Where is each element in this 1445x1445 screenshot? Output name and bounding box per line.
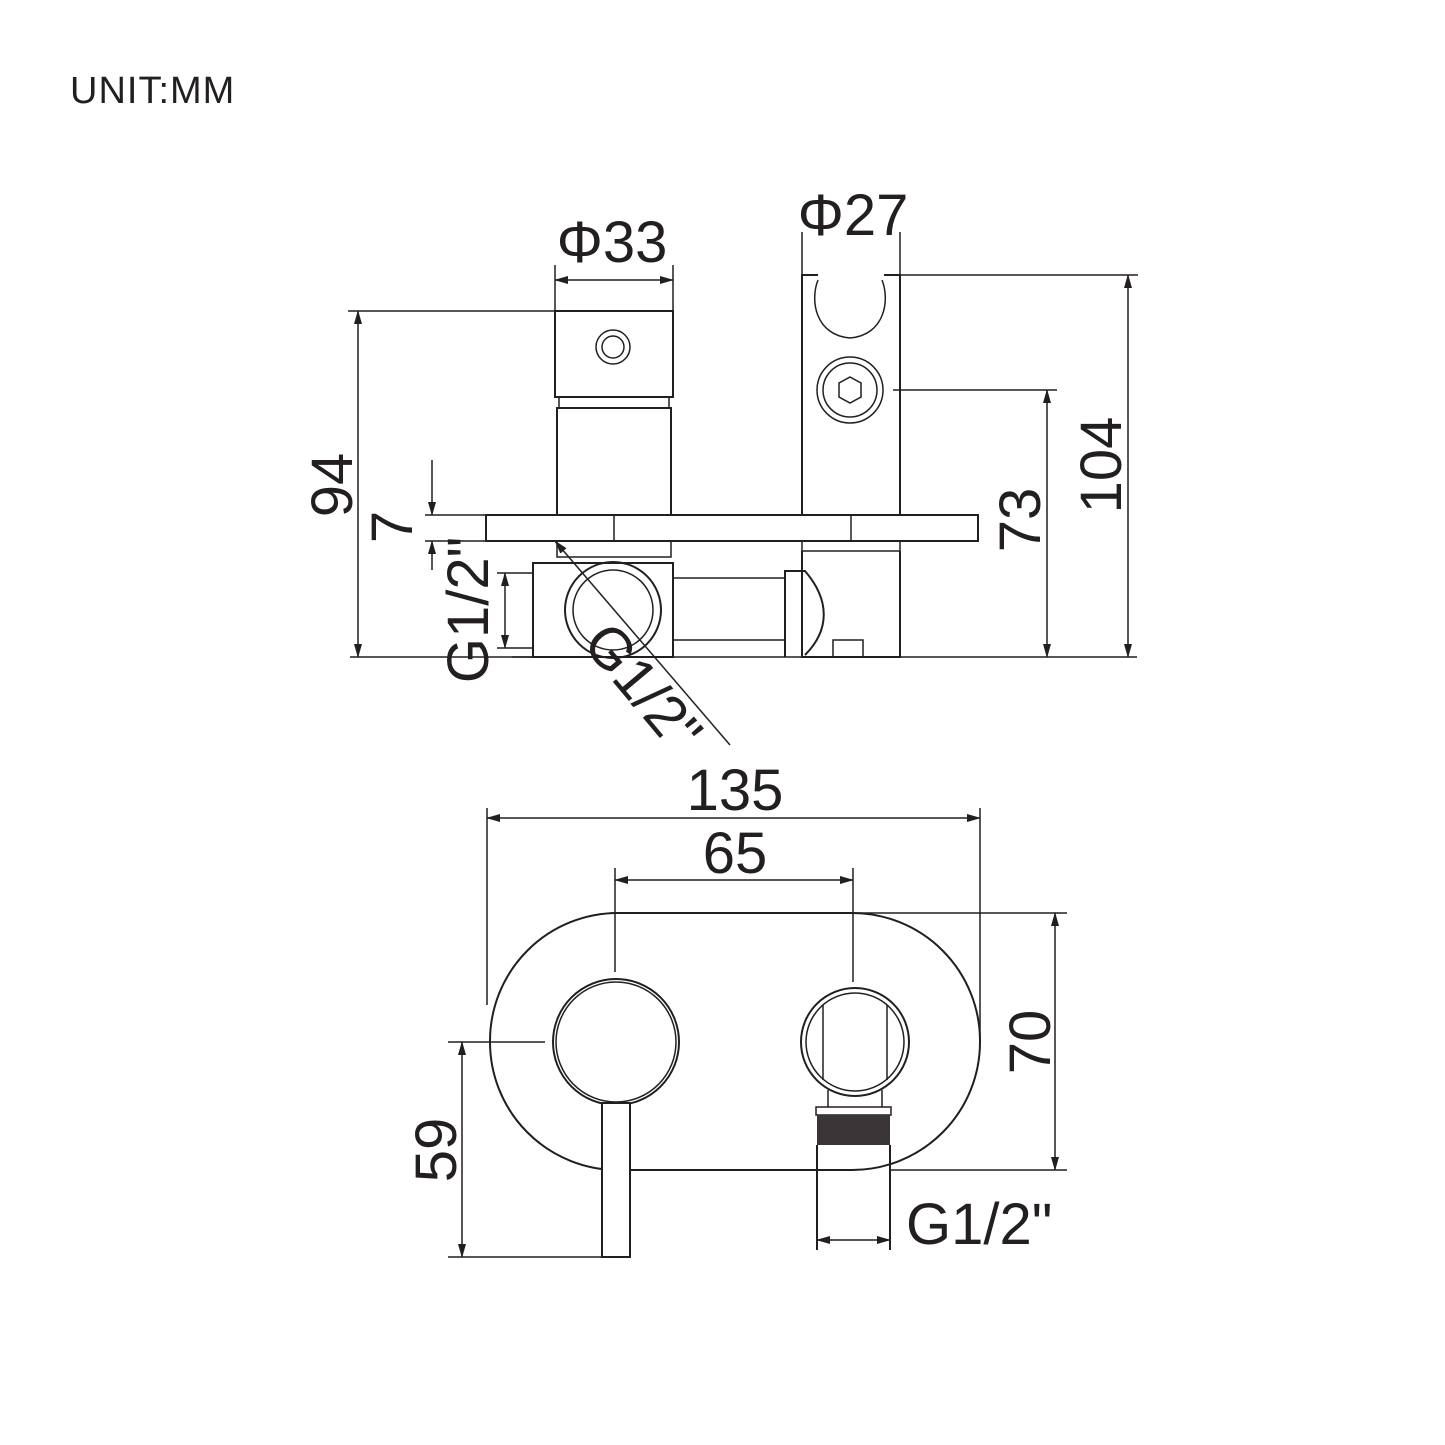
- dimension-inlet-left: G1/2": [436, 537, 533, 683]
- shower-holder-side: [801, 274, 901, 515]
- dim-label-phi27: Φ27: [798, 183, 909, 248]
- dimension-94: 94: [300, 310, 673, 658]
- dimension-65: 65: [614, 821, 854, 982]
- mixer-handle-front: [552, 978, 680, 1258]
- wall-plate-side: [485, 514, 979, 542]
- dim-label-104: 104: [1069, 417, 1134, 514]
- dim-label-phi33: Φ33: [557, 210, 668, 275]
- dimension-phi27: Φ27: [798, 183, 909, 275]
- side-view: Φ33 Φ27 94 7: [300, 183, 1138, 764]
- shower-holder-front: [800, 987, 910, 1250]
- dim-label-inlet-left: G1/2": [436, 537, 501, 683]
- dim-label-outlet-thread: G1/2": [906, 1192, 1052, 1257]
- wall-plate-front: [489, 912, 981, 1171]
- dim-label-70: 70: [998, 1010, 1063, 1075]
- dim-label-135: 135: [687, 758, 784, 823]
- dimension-7: 7: [360, 460, 486, 570]
- dimension-135: 135: [486, 758, 981, 1042]
- dimension-59: 59: [404, 1041, 602, 1258]
- dimension-73: 73: [893, 389, 1057, 658]
- front-view: 135 65 70 59 G1/2": [404, 758, 1067, 1258]
- dim-label-94: 94: [300, 453, 365, 518]
- dimension-outlet-thread: G1/2": [816, 1192, 1052, 1257]
- dimension-104: 104: [900, 274, 1138, 658]
- dim-label-7: 7: [360, 511, 425, 543]
- unit-label: UNIT:MM: [70, 70, 236, 112]
- dimension-70: 70: [610, 912, 1067, 1171]
- dim-label-inlet-diagonal: G1/2": [571, 611, 715, 765]
- mixer-handle-side: [554, 310, 674, 516]
- dim-label-59: 59: [404, 1118, 469, 1183]
- dim-label-73: 73: [988, 488, 1053, 553]
- dim-label-65: 65: [703, 821, 768, 886]
- thread-icon: [817, 1115, 890, 1145]
- dimension-phi33: Φ33: [554, 210, 674, 311]
